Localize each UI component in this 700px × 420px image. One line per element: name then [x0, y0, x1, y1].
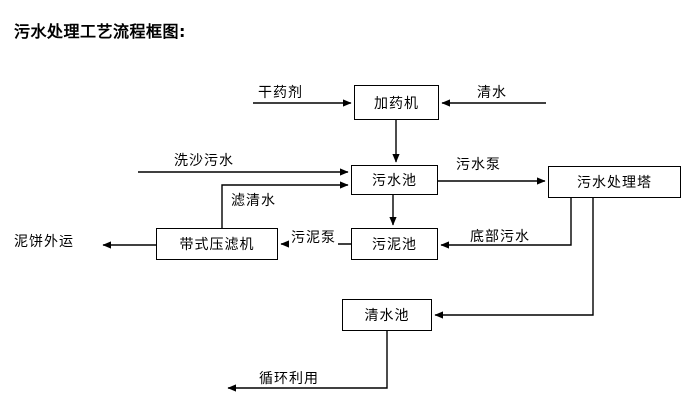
edge-label-filtrate-water: 滤清水 — [231, 193, 276, 209]
edge-label-recycle-use: 循环利用 — [259, 371, 319, 387]
edge-label-dry-agent: 干药剂 — [258, 85, 303, 101]
flow-clear-water-pool-to-recycle — [227, 331, 388, 392]
node-sludge-pool-label: 污泥池 — [372, 237, 417, 253]
edge-label-sludge-pump: 污泥泵 — [289, 227, 338, 247]
node-clear-water-pool[interactable]: 清水池 — [342, 299, 432, 331]
node-belt-filter-press-label: 带式压滤机 — [179, 237, 255, 253]
edge-label-sand-wash-sewage: 洗沙污水 — [174, 153, 234, 169]
node-dosing-machine[interactable]: 加药机 — [354, 85, 439, 120]
node-sewage-pool-label: 污水池 — [372, 173, 417, 189]
node-treatment-tower[interactable]: 污水处理塔 — [548, 166, 681, 198]
node-sewage-pool[interactable]: 污水池 — [351, 165, 438, 195]
page-title: 污水处理工艺流程框图: — [14, 22, 186, 41]
node-dosing-machine-label: 加药机 — [374, 95, 419, 112]
flow-tower-to-clear-water-pool — [434, 198, 594, 319]
edge-label-bottom-sewage: 底部污水 — [470, 229, 530, 245]
flow-tower-to-sludge-pool — [440, 198, 572, 249]
node-clear-water-pool-label: 清水池 — [364, 308, 410, 324]
node-sludge-pool[interactable]: 污泥池 — [351, 228, 438, 260]
terminal-mud-cake-export: 泥饼外运 — [14, 234, 74, 250]
edge-label-sewage-pump: 污水泵 — [456, 157, 501, 173]
node-belt-filter-press[interactable]: 带式压滤机 — [156, 228, 278, 260]
flow-filtrate-to-sewage-pool — [221, 181, 349, 228]
edge-label-clean-water: 清水 — [477, 85, 507, 101]
node-treatment-tower-label: 污水处理塔 — [577, 175, 652, 191]
